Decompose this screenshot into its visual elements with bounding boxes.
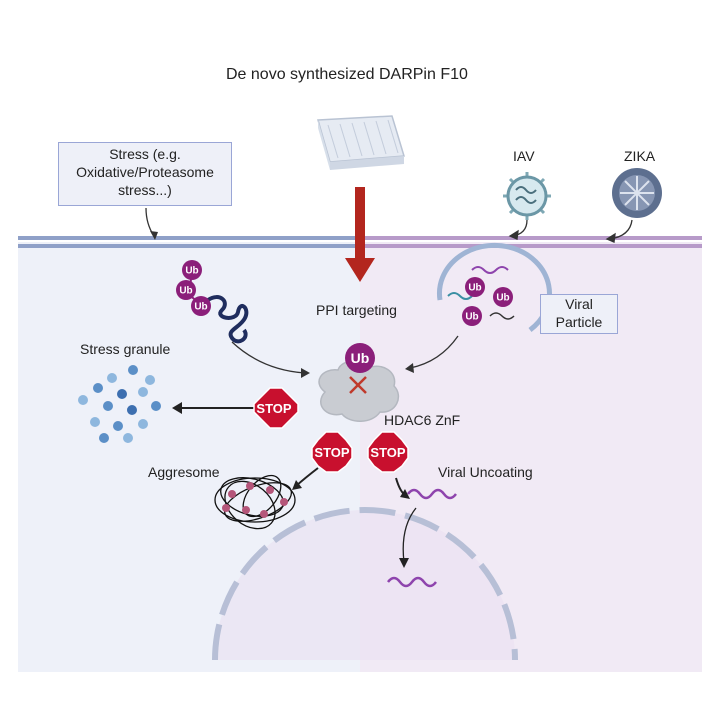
stress-line-3: stress...) [118, 182, 172, 198]
ppi-targeting-label: PPI targeting [316, 302, 397, 318]
aggresome [214, 474, 296, 530]
aggresome-label: Aggresome [148, 464, 220, 480]
darpin-arrow [345, 187, 375, 282]
ub-circle [493, 287, 513, 307]
ub-circle [182, 260, 202, 280]
iav-virus-icon [503, 172, 551, 220]
nuclear-entry-arrow [402, 507, 417, 563]
ub-circle [345, 343, 375, 373]
cell-membrane [18, 236, 702, 248]
viral-rna-nucleus [387, 576, 437, 588]
ub-mark-hdac6: Ub [345, 343, 375, 373]
converging-arrows [231, 335, 459, 374]
ub-label: Ub [496, 293, 509, 304]
virus-entry-arrows [508, 219, 633, 243]
stress-granule-dots [78, 365, 161, 443]
stress-granule-label: Stress granule [80, 341, 171, 357]
nucleus [212, 507, 518, 661]
viral-rna-cytoplasm [407, 488, 457, 500]
viral-particle-line-1: Viral [565, 296, 593, 312]
stress-line-2: Oxidative/Proteasome [76, 164, 214, 180]
ub-label: Ub [468, 283, 481, 294]
zika-virus-icon [612, 168, 662, 218]
ub-marks-protein: Ub Ub Ub [176, 260, 211, 316]
stop-label: STOP [256, 401, 291, 416]
aggresome-dots [222, 482, 288, 518]
iav-label: IAV [513, 148, 535, 164]
hdac6-protein [318, 360, 400, 422]
ub-label: Ub [185, 266, 198, 277]
stop-label: STOP [370, 445, 405, 460]
ub-label: Ub [179, 286, 192, 297]
zika-label: ZIKA [624, 148, 656, 164]
viral-particle-box: Viral Particle [540, 294, 618, 334]
ub-circle [176, 280, 196, 300]
stress-box: Stress (e.g. Oxidative/Proteasome stress… [58, 142, 232, 206]
ub-label: Ub [194, 302, 207, 313]
ub-circle [191, 296, 211, 316]
ub-label: Ub [351, 350, 370, 366]
hdac6-label: HDAC6 ZnF [384, 412, 461, 428]
viral-uncoating-label: Viral Uncoating [438, 464, 533, 480]
viral-particle-line-2: Particle [555, 314, 603, 330]
ub-label: Ub [465, 312, 478, 323]
ub-circle [462, 306, 482, 326]
stop-label: STOP [314, 445, 349, 460]
stop-sign: STOP [253, 387, 299, 429]
ub-circle [465, 277, 485, 297]
diagram-title: De novo synthesized DARPin F10 [226, 66, 468, 83]
stress-line-1: Stress (e.g. [109, 146, 181, 162]
stop-sign: STOP [367, 431, 409, 473]
stop-sign: STOP [311, 431, 353, 473]
well-plate-icon [317, 115, 405, 170]
